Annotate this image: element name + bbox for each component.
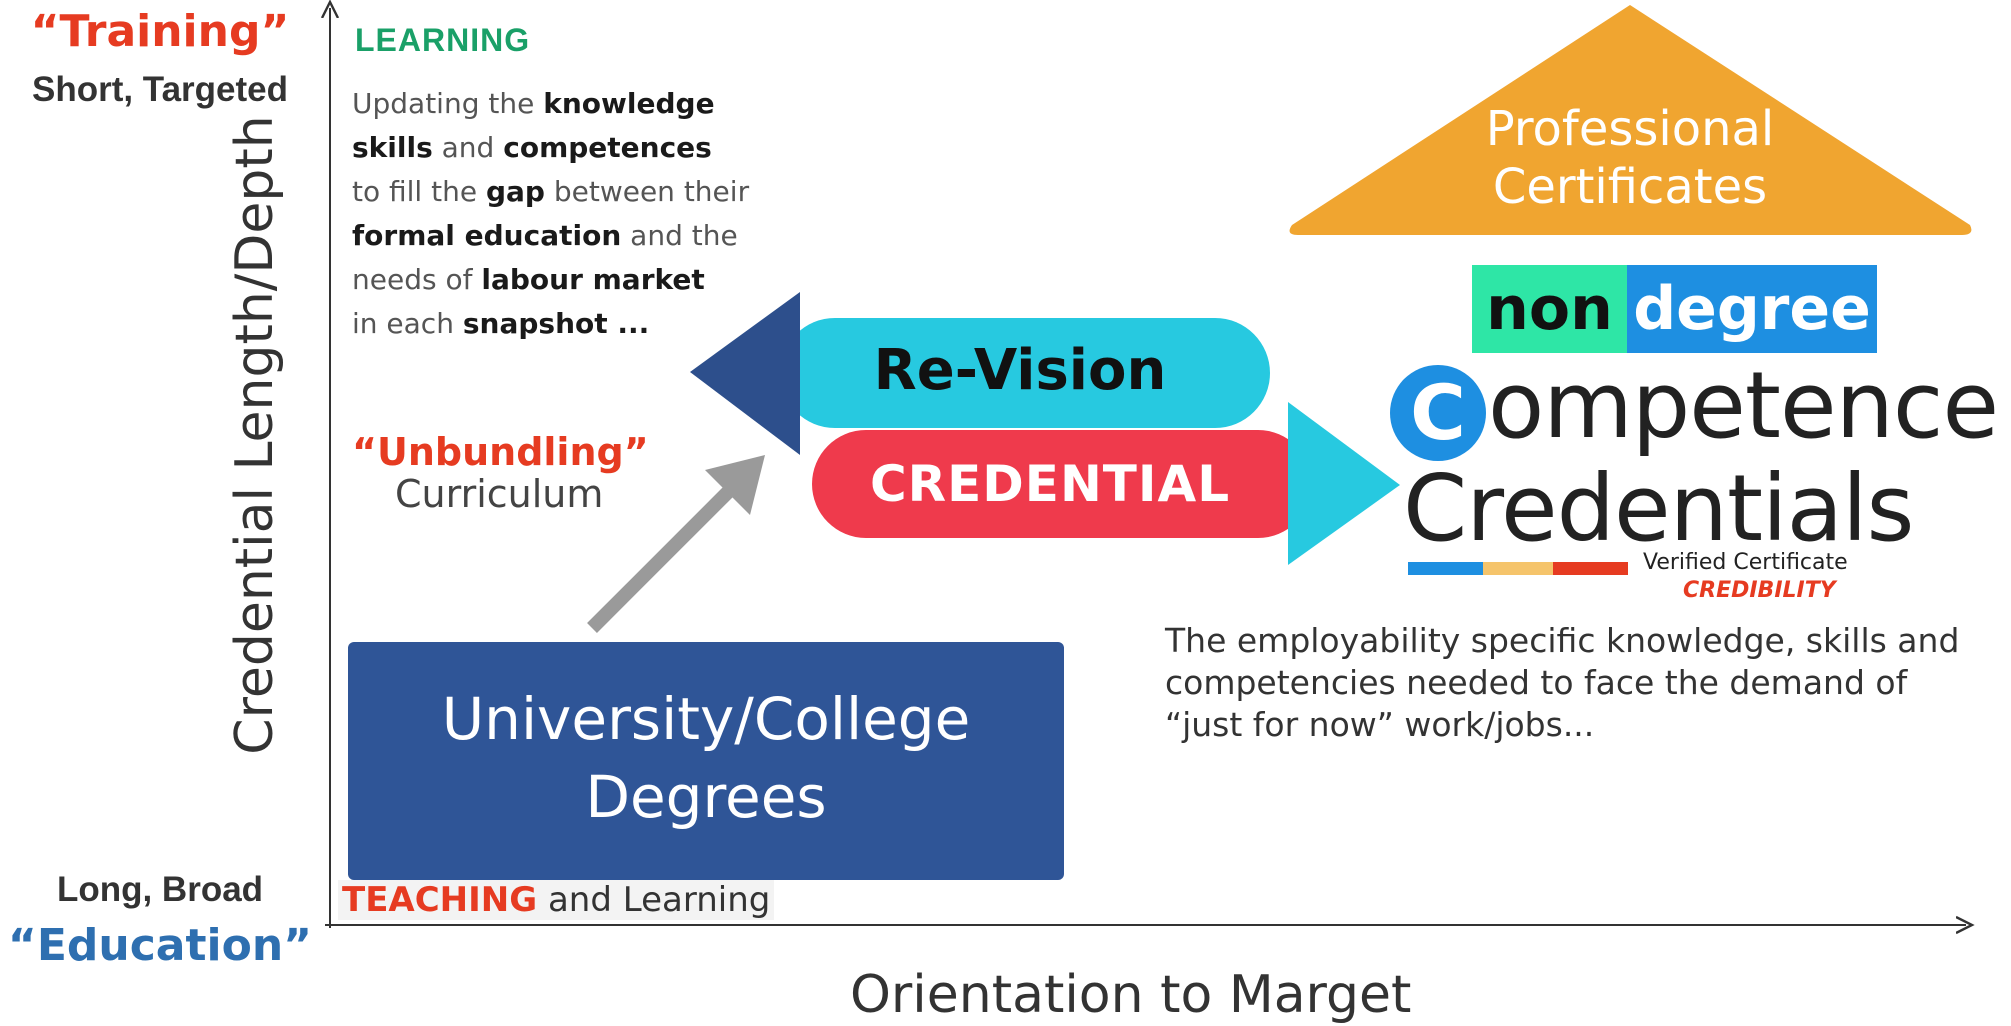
learning-line: Updating the knowledge bbox=[352, 87, 715, 120]
education-label: “Education” bbox=[7, 920, 313, 971]
long-broad-label: Long, Broad bbox=[56, 870, 264, 909]
y-axis-label: Credential Length/Depth bbox=[225, 115, 285, 755]
non-badge: non bbox=[1472, 265, 1627, 353]
revision-arrow-head bbox=[690, 292, 800, 455]
learning-line: needs of labour market bbox=[352, 263, 705, 296]
stripe-yellow bbox=[1483, 562, 1553, 575]
professional-triangle bbox=[1289, 5, 1972, 235]
professional-certificates-label: Professional Certificates bbox=[1395, 100, 1865, 216]
university-line: University/College bbox=[441, 685, 971, 753]
unbundling-title: “Unbundling” bbox=[352, 430, 649, 474]
learning-description: Updating the knowledge skills and compet… bbox=[352, 82, 812, 346]
and-learning-text: and Learning bbox=[537, 880, 771, 920]
c-letter-icon: C bbox=[1390, 365, 1486, 461]
credential-arrow-head bbox=[1288, 402, 1400, 565]
teaching-word: TEACHING bbox=[342, 880, 538, 920]
certificates-line: Certificates bbox=[1492, 159, 1768, 215]
learning-heading: LEARNING bbox=[355, 22, 531, 58]
stripe-blue bbox=[1408, 562, 1483, 575]
unbundling-arrow-head bbox=[705, 455, 765, 515]
revision-label: Re-Vision bbox=[873, 338, 1167, 403]
degrees-line: Degrees bbox=[585, 763, 827, 831]
stripe-red bbox=[1553, 562, 1628, 575]
credential-pill bbox=[812, 430, 1312, 538]
revision-pill bbox=[780, 318, 1270, 428]
learning-line: skills and competences bbox=[352, 131, 712, 164]
teaching-learning-label: TEACHING and Learning bbox=[338, 880, 775, 920]
learning-line: to fill the gap between their bbox=[352, 175, 750, 208]
competence-word: ompetence bbox=[1488, 352, 1999, 459]
learning-line: in each snapshot ... bbox=[352, 307, 650, 340]
short-targeted-label: Short, Targeted bbox=[31, 70, 289, 109]
training-label: “Training” bbox=[30, 6, 290, 57]
credential-label: CREDENTIAL bbox=[869, 455, 1231, 513]
verified-certificate-label: Verified Certificate bbox=[1643, 550, 1848, 575]
curriculum-label: Curriculum bbox=[395, 472, 604, 516]
credibility-label: CREDIBILITY bbox=[1683, 578, 1836, 603]
unbundling-arrow-shaft bbox=[587, 487, 733, 633]
degree-badge: degree bbox=[1627, 265, 1877, 353]
employability-description: The employability specific knowledge, sk… bbox=[1165, 621, 1960, 744]
x-axis-label: Orientation to Marget bbox=[850, 965, 1412, 1025]
university-degrees-box: University/College Degrees bbox=[348, 642, 1064, 880]
professional-line: Professional bbox=[1485, 101, 1775, 157]
credentials-word: Credentials bbox=[1403, 455, 1914, 562]
learning-line: formal education and the bbox=[352, 219, 738, 252]
